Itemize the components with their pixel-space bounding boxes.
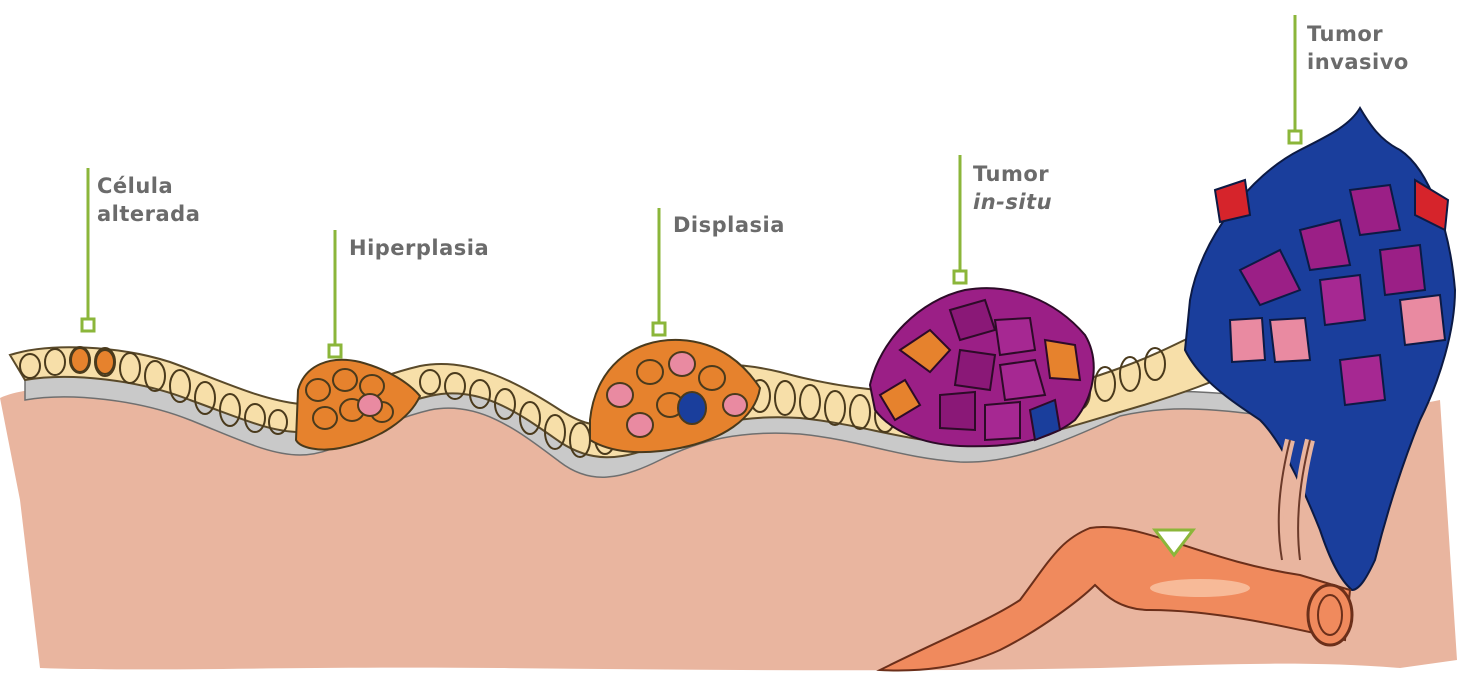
vessel-highlight [1150, 579, 1250, 597]
label-tumor-invasivo: Tumor invasivo [1307, 20, 1409, 76]
stage-marker-square [329, 345, 341, 357]
label-hiperplasia: Hiperplasia [349, 234, 489, 262]
label-line: invasivo [1307, 48, 1409, 76]
label-celula-alterada: Célula alterada [97, 172, 200, 228]
label-line: Célula [97, 172, 200, 200]
stage-marker-square [954, 271, 966, 283]
label-line: Hiperplasia [349, 234, 489, 262]
hyperplasia-pink-cell [358, 394, 382, 416]
stage-markers [82, 15, 1301, 357]
stage-marker-square [653, 323, 665, 335]
stage-marker-square [82, 319, 94, 331]
stage-marker-square [1289, 131, 1301, 143]
label-line: in-situ [973, 188, 1052, 216]
label-line: alterada [97, 200, 200, 228]
label-line: Displasia [673, 211, 785, 239]
label-line: Tumor [1307, 20, 1409, 48]
label-tumor-in-situ: Tumor in-situ [973, 160, 1052, 216]
label-displasia: Displasia [673, 211, 785, 239]
label-line: Tumor [973, 160, 1052, 188]
